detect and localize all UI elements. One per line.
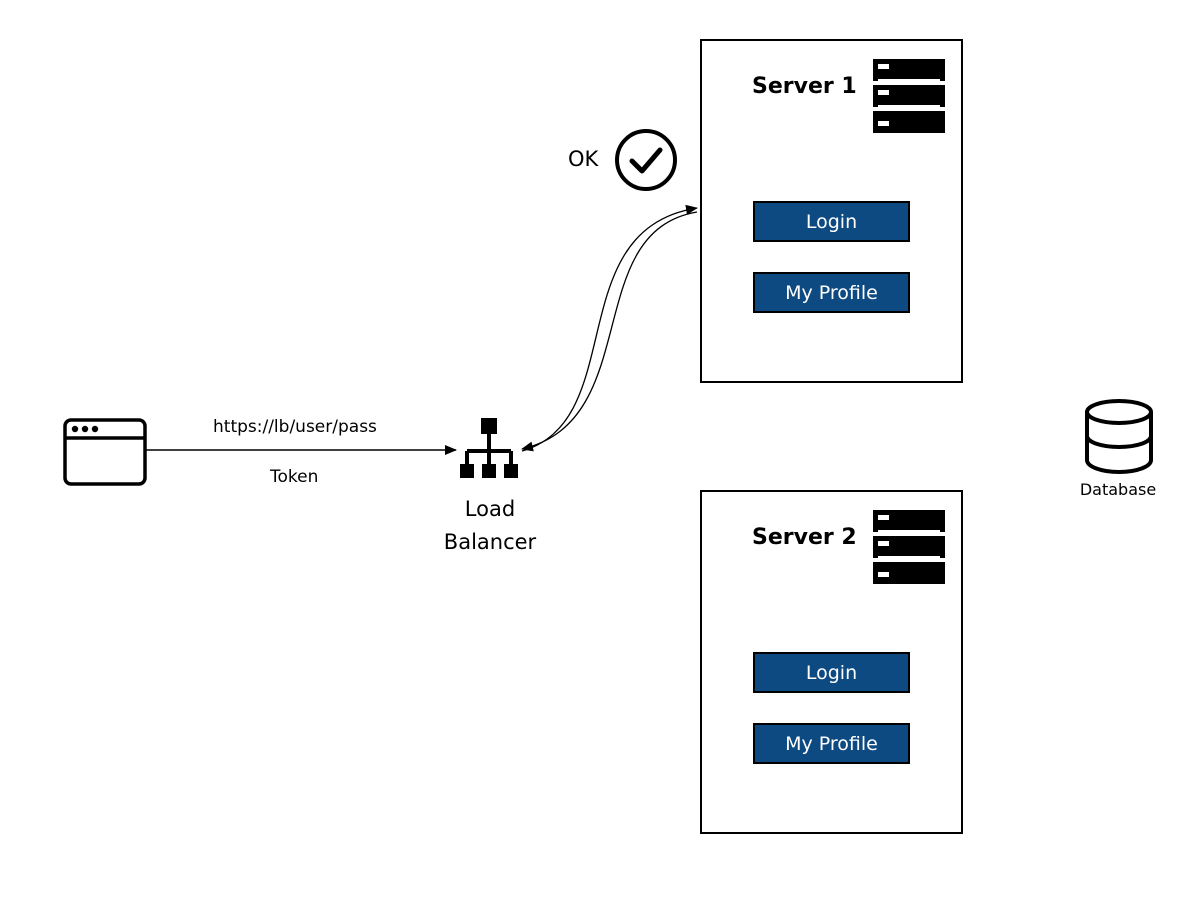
- server-2-login-button[interactable]: Login: [753, 652, 910, 693]
- request-label: https://lb/user/pass: [213, 417, 377, 437]
- status-label: OK: [568, 147, 599, 171]
- check-circle-icon: [615, 129, 677, 191]
- server-2-my-profile-button[interactable]: My Profile: [753, 723, 910, 764]
- database-label: Database: [1079, 480, 1157, 499]
- server-1-box: Server 1 Login My Profile: [700, 39, 963, 383]
- lb-server1-curve-outer: [521, 204, 698, 452]
- load-balancer-icon: [460, 418, 518, 478]
- response-label: Token: [270, 467, 319, 487]
- browser-window-icon: [63, 418, 147, 486]
- load-balancer-label-line2: Balancer: [443, 530, 537, 554]
- load-balancer-label: Load Balancer: [430, 493, 550, 559]
- server-rack-icon: [873, 59, 945, 133]
- server-1-login-button[interactable]: Login: [753, 201, 910, 242]
- server-2-title: Server 2: [752, 525, 857, 550]
- server-rack-icon: [873, 510, 945, 584]
- load-balancer-label-line1: Load: [464, 497, 516, 521]
- server-1-my-profile-button[interactable]: My Profile: [753, 272, 910, 313]
- server-2-box: Server 2 Login My Profile: [700, 490, 963, 834]
- database-icon: [1085, 399, 1153, 474]
- server-1-title: Server 1: [752, 74, 857, 99]
- lb-server1-curve-inner: [521, 211, 698, 452]
